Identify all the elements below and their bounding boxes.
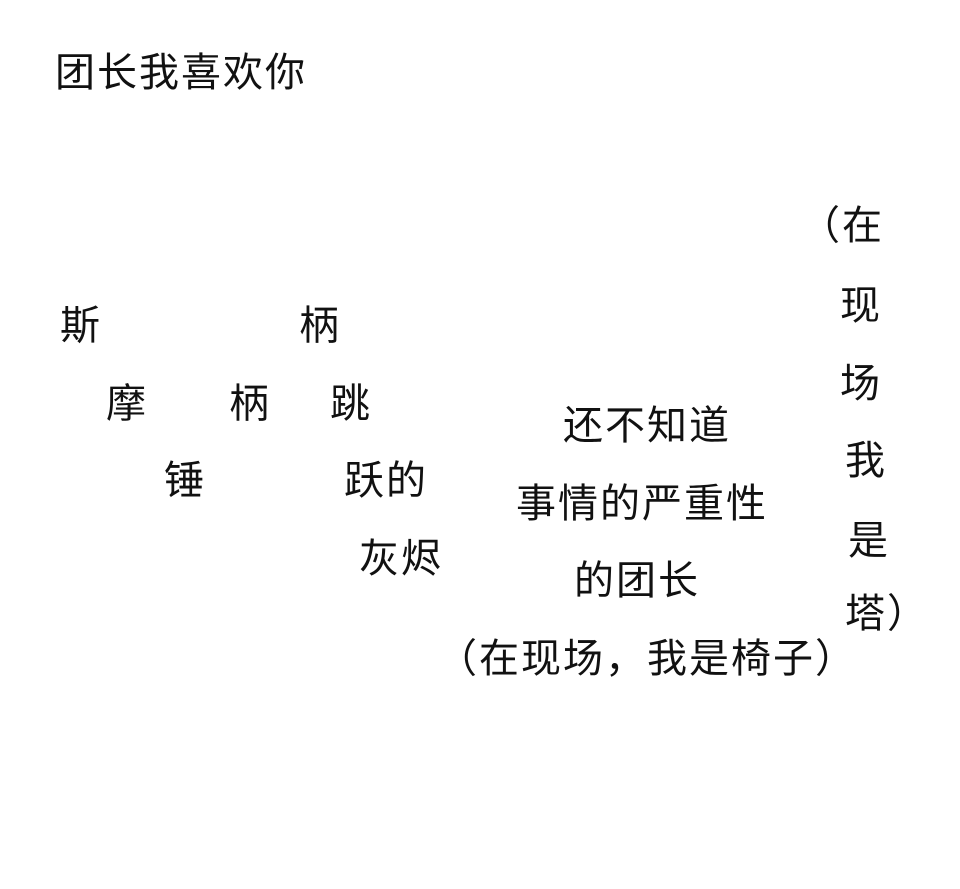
center-line-2: 事情的严重性	[516, 481, 768, 527]
vertical-char-2: 现	[840, 283, 882, 329]
vertical-char-4: 我	[845, 438, 887, 484]
scattered-word-hui-jin: 灰烬	[359, 536, 443, 582]
center-line-aside: （在现场，我是椅子）	[437, 636, 857, 682]
scattered-char-bing-middle: 柄	[229, 381, 271, 427]
scattered-char-chui: 锤	[164, 458, 206, 504]
vertical-char-1: （在	[800, 203, 884, 249]
note-title: 团长我喜欢你	[55, 50, 307, 96]
vertical-char-3: 场	[840, 361, 882, 407]
scattered-char-si: 斯	[60, 303, 102, 349]
center-line-1: 还不知道	[563, 403, 731, 449]
scattered-char-bing-top: 柄	[299, 303, 341, 349]
scattered-word-yue-de: 跃的	[344, 458, 428, 504]
center-line-3: 的团长	[574, 558, 700, 604]
vertical-char-5: 是	[848, 518, 890, 564]
vertical-char-6: 塔）	[845, 591, 929, 637]
scattered-char-mo: 摩	[106, 381, 148, 427]
scattered-char-tiao: 跳	[330, 381, 372, 427]
